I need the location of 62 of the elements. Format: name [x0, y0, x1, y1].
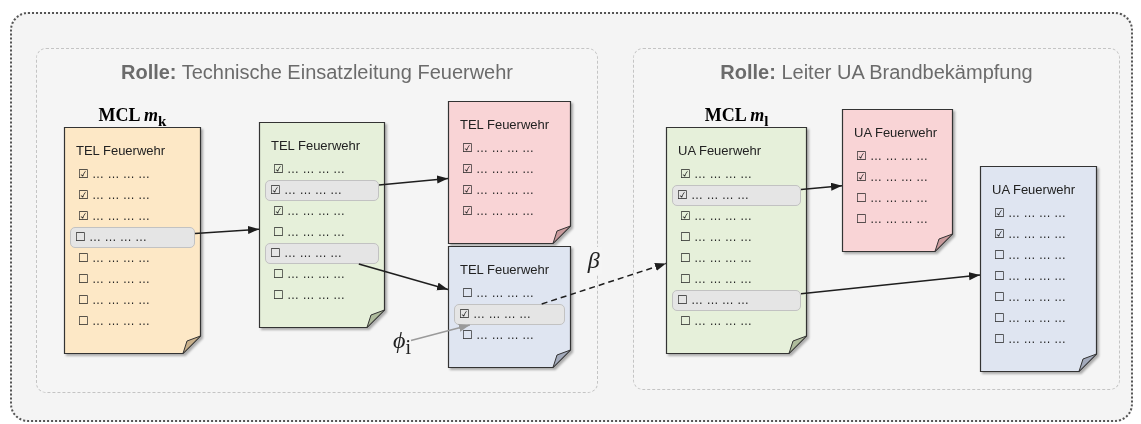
checklist-item: ☐ … … … …: [679, 229, 754, 246]
checklist-item: ☑ … … … …: [461, 140, 536, 157]
checklist-item: ☐ … … … …: [993, 331, 1068, 348]
highlighted-item: ☑ … … … …: [265, 180, 379, 201]
highlighted-item: ☑ … … … …: [454, 304, 565, 325]
checklist-title: UA Feuerwehr: [678, 143, 762, 158]
checklist-item: ☑ … … … …: [77, 187, 152, 204]
arrow: [540, 262, 667, 305]
checklist-title: UA Feuerwehr: [992, 182, 1076, 197]
checklist-item: ☑ … … … …: [855, 148, 930, 165]
checklist-heading: MCL m$_{k}$: [97, 105, 168, 127]
checklist-item: ☐ … … … …: [855, 211, 930, 228]
highlighted-item: ☐ … … … …: [265, 243, 379, 264]
checklist-item: ☑ … … … …: [993, 205, 1068, 222]
checklist-title: TEL Feuerwehr: [271, 138, 361, 153]
checklist-item: ☐ … … … …: [993, 289, 1068, 306]
highlighted-item: ☐ … … … …: [672, 290, 801, 311]
checklist-item: ☐ … … … …: [679, 271, 754, 288]
checklist-item: ☑ … … … …: [993, 226, 1068, 243]
checklist-item: ☑ … … … …: [679, 208, 754, 225]
arrow: [800, 272, 981, 295]
checklist-heading: MCL m$_{l}$: [703, 105, 770, 127]
checklist-item: ☑ … … … …: [461, 182, 536, 199]
checklist-title: UA Feuerwehr: [854, 125, 938, 140]
highlighted-item: ☐ … … … …: [70, 227, 195, 248]
checklist-item: ☑ … … … …: [77, 208, 152, 225]
arrow: [194, 225, 260, 235]
checklist-item: ☑ … … … …: [679, 166, 754, 183]
checklist-item: ☐ … … … …: [77, 313, 152, 330]
checklist-title: TEL Feuerwehr: [460, 262, 550, 277]
panel-title: Rolle: Leiter UA Brandbekämpfung: [720, 61, 1033, 83]
checklist-item: ☐ … … … …: [993, 310, 1068, 327]
checklist-item: ☐ … … … …: [77, 250, 152, 267]
arrow: [358, 263, 449, 291]
checklist-item: ☑ … … … …: [272, 203, 347, 220]
checklist-item: ☐ … … … …: [855, 190, 930, 207]
checklist-item: ☐ … … … …: [993, 268, 1068, 285]
checklist-item: ☐ … … … …: [272, 224, 347, 241]
checklist-item: ☐ … … … …: [993, 247, 1068, 264]
checklist-item: ☐ … … … …: [272, 287, 347, 304]
checklist-item: ☐ … … … …: [679, 250, 754, 267]
checklist-item: ☐ … … … …: [461, 285, 536, 302]
checklist-title: TEL Feuerwehr: [460, 117, 550, 132]
highlighted-item: ☑ … … … …: [672, 185, 801, 206]
role-panel: [36, 48, 598, 393]
role-panel: [633, 48, 1120, 390]
checklist-item: ☑ … … … …: [272, 161, 347, 178]
symbol-label: ϕ$_{i}$: [393, 327, 411, 359]
checklist-item: ☑ … … … …: [77, 166, 152, 183]
panel-title: Rolle: Technische Einsatzleitung Feuerwehr: [120, 61, 513, 83]
checklist-item: ☐ … … … …: [272, 266, 347, 283]
arrow: [378, 175, 449, 186]
arrow: [800, 182, 843, 191]
checklist-item: ☑ … … … …: [461, 161, 536, 178]
checklist-item: ☐ … … … …: [77, 292, 152, 309]
checklist-item: ☐ … … … …: [77, 271, 152, 288]
leader-arrow: [410, 323, 471, 342]
checklist-title: TEL Feuerwehr: [76, 143, 166, 158]
checklist-item: ☑ … … … …: [461, 203, 536, 220]
checklist-item: ☑ … … … …: [855, 169, 930, 186]
checklist-item: ☐ … … … …: [461, 327, 536, 344]
checklist-item: ☐ … … … …: [679, 313, 754, 330]
